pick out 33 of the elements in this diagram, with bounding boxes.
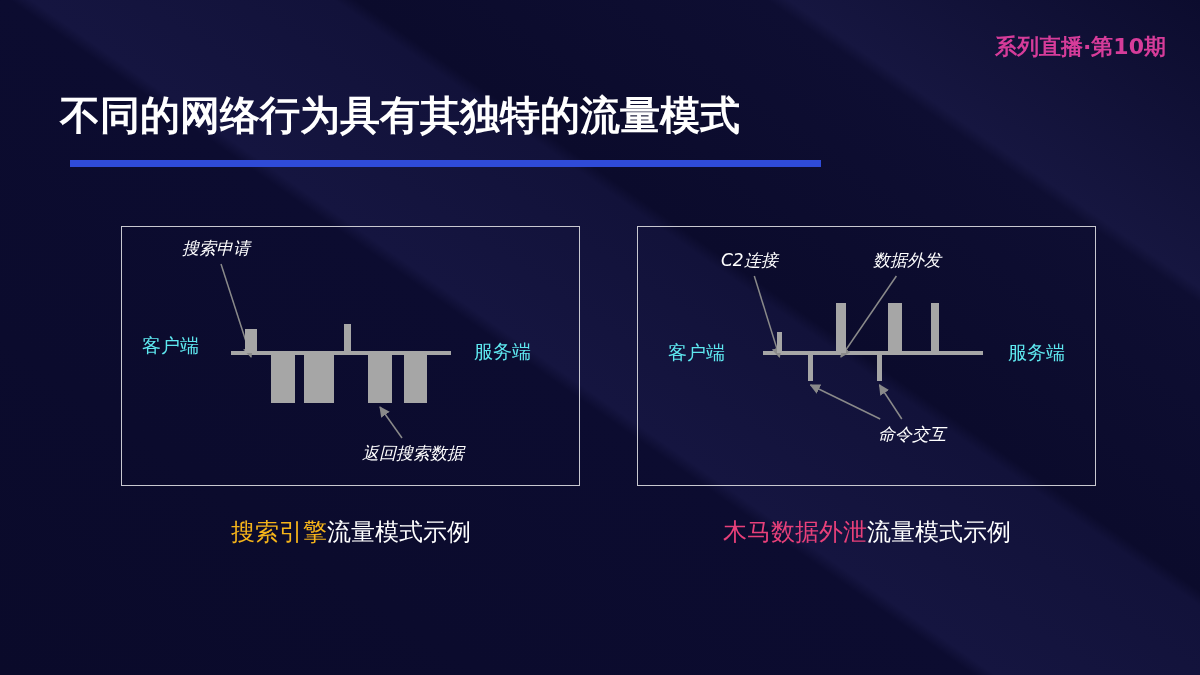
traffic-bar (836, 303, 846, 353)
endpoint-label: 服务端 (1008, 340, 1065, 365)
traffic-bar (368, 355, 392, 403)
panel-frame (637, 226, 1096, 486)
leader-arrow (753, 275, 782, 358)
leader-arrow (840, 275, 898, 358)
slide-title: 不同的网络行为具有其独特的流量模式 (60, 91, 740, 140)
callout-text: C2连接 (721, 249, 778, 272)
traffic-bar (304, 355, 334, 403)
panel-caption: 搜索引擎流量模式示例 (229, 517, 472, 548)
panel-frame (121, 226, 580, 486)
leader-arrow (379, 406, 403, 439)
traffic-bar (271, 355, 295, 403)
traffic-bar (777, 332, 782, 353)
callout-text: 数据外发 (873, 249, 941, 272)
series-label: 系列直播·第10期 (995, 33, 1166, 61)
traffic-bar (931, 303, 939, 353)
traffic-bar (888, 303, 902, 353)
callout-text: 搜索申请 (182, 237, 250, 260)
traffic-bar (404, 355, 427, 403)
traffic-bar (344, 324, 351, 351)
panel-caption: 木马数据外泄流量模式示例 (721, 517, 1012, 548)
traffic-bar (808, 355, 813, 381)
endpoint-label: 服务端 (474, 339, 531, 364)
endpoint-label: 客户端 (142, 333, 199, 358)
endpoint-label: 客户端 (668, 340, 725, 365)
leader-arrow (878, 384, 903, 420)
leader-arrow (809, 384, 881, 420)
leader-arrow (220, 263, 254, 358)
traffic-bar (877, 355, 882, 381)
traffic-bar (245, 329, 257, 353)
callout-text: 返回搜索数据 (362, 442, 464, 465)
callout-text: 命令交互 (878, 423, 946, 446)
